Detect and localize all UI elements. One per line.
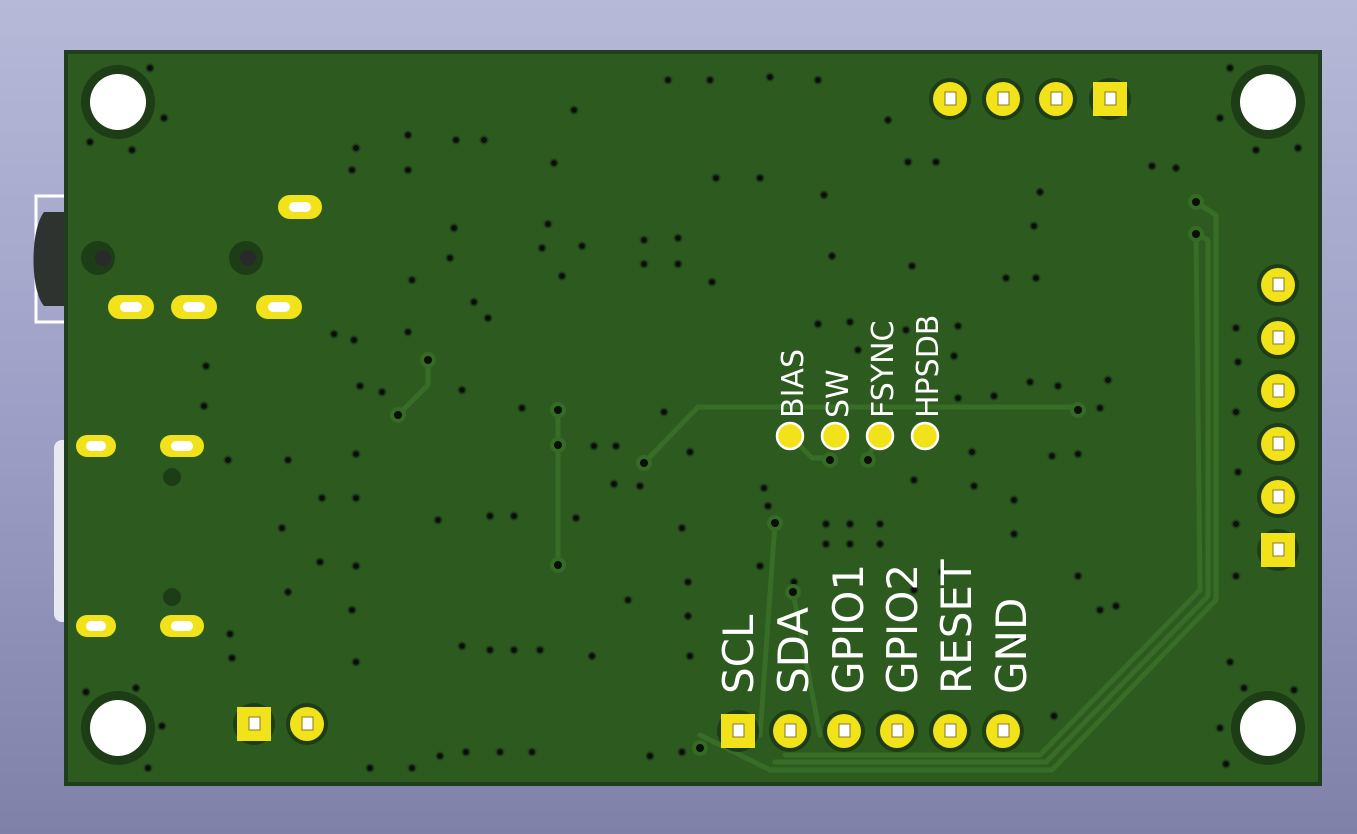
test-point-sw — [820, 421, 850, 451]
mounting-holes — [81, 65, 1305, 765]
via-group — [81, 63, 1303, 773]
test-point-hpsdb — [910, 421, 940, 451]
mounting-hole — [1240, 74, 1296, 130]
silkscreen-top-labels: BIAS SW FSYNC HPSDB — [776, 315, 946, 418]
mounting-hole — [90, 700, 146, 756]
label-bias: BIAS — [776, 349, 811, 418]
usb-connector-body — [33, 212, 68, 306]
label-scl: SCL — [714, 614, 763, 694]
test-point-fsync — [865, 421, 895, 451]
pin-headers — [233, 78, 1299, 752]
label-fsync: FSYNC — [866, 321, 901, 419]
mounting-hole — [1240, 700, 1296, 756]
label-hpsdb: HPSDB — [911, 315, 946, 418]
pcb-board — [64, 50, 1322, 786]
label-gpio1: GPIO1 — [824, 564, 873, 694]
label-gpio2: GPIO2 — [878, 564, 927, 694]
label-sda: SDA — [769, 607, 818, 694]
silkscreen-bottom-labels: SCL SDA GPIO1 GPIO2 RESET GND — [714, 559, 1036, 694]
test-points — [775, 421, 940, 451]
label-reset: RESET — [932, 559, 981, 694]
usb-shield-holes — [81, 241, 263, 275]
mounting-hole — [90, 74, 146, 130]
oval-pads — [76, 195, 322, 637]
label-sw: SW — [821, 369, 856, 418]
label-gnd: GND — [987, 598, 1036, 694]
test-point-bias — [775, 421, 805, 451]
